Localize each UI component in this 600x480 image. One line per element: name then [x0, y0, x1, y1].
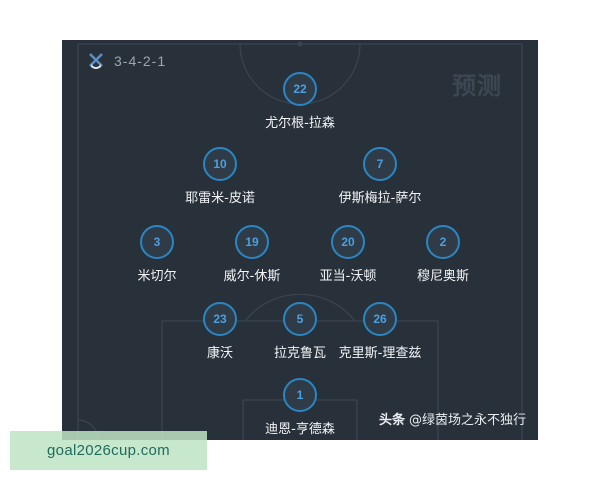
player-number-circle: 20	[331, 225, 365, 259]
formation-header: 3-4-2-1	[88, 52, 166, 70]
player-number: 10	[213, 157, 227, 171]
player-name: 康沃	[206, 346, 233, 361]
player-name: 尤尔根-拉森	[265, 116, 335, 131]
player-name: 克里斯-理查兹	[338, 346, 422, 361]
player-marker: 1 迪恩-亨德森	[240, 378, 360, 437]
player-number: 7	[376, 157, 384, 171]
player-marker: 20 亚当-沃顿	[288, 225, 408, 284]
site-url: goal2026cup.com	[47, 442, 170, 459]
player-number: 22	[293, 82, 307, 96]
player-name: 亚当-沃顿	[319, 269, 377, 284]
player-number-circle: 7	[363, 147, 397, 181]
player-number-circle: 2	[426, 225, 460, 259]
player-number-circle: 10	[203, 147, 237, 181]
credit-brand: 头条	[378, 413, 405, 428]
player-name: 穆尼奥斯	[416, 269, 469, 284]
player-number: 26	[373, 312, 387, 326]
player-number: 1	[296, 388, 304, 402]
formation-label: 3-4-2-1	[114, 53, 167, 69]
player-number: 2	[439, 235, 447, 249]
player-marker: 26 克里斯-理查兹	[320, 302, 440, 361]
player-number-circle: 1	[283, 378, 317, 412]
prediction-watermark: 预测	[452, 72, 502, 100]
player-number: 20	[341, 235, 355, 249]
player-name: 拉克鲁瓦	[273, 346, 326, 361]
player-number-circle: 19	[235, 225, 269, 259]
crystal-palace-crest-icon	[89, 53, 103, 69]
player-number-circle: 22	[283, 72, 317, 106]
source-credit: 头条@绿茵场之永不独行	[379, 409, 526, 428]
player-marker: 19 威尔-休斯	[192, 225, 312, 284]
player-name: 耶雷米-皮诺	[185, 191, 255, 206]
credit-handle: @绿茵场之永不独行	[408, 413, 526, 428]
player-name: 迪恩-亨德森	[265, 422, 335, 437]
player-number-circle: 26	[363, 302, 397, 336]
player-number-circle: 5	[283, 302, 317, 336]
player-number: 3	[153, 235, 161, 249]
player-marker: 10 耶雷米-皮诺	[160, 147, 280, 206]
player-name: 威尔-休斯	[223, 269, 281, 284]
player-number-circle: 23	[203, 302, 237, 336]
player-name: 伊斯梅拉-萨尔	[338, 191, 422, 206]
lineup-panel: 3-4-2-1 预测 22 尤尔根-拉森 10 耶雷米-皮诺 7 伊斯梅拉-萨尔 3 米切尔 1…	[62, 40, 538, 440]
player-marker: 23 康沃	[160, 302, 280, 361]
player-number: 23	[213, 312, 227, 326]
player-marker: 22 尤尔根-拉森	[240, 72, 360, 131]
player-number: 5	[296, 312, 304, 326]
player-marker: 3 米切尔	[97, 225, 217, 284]
player-marker: 2 穆尼奥斯	[383, 225, 503, 284]
site-watermark-banner: goal2026cup.com	[10, 431, 207, 470]
player-number-circle: 3	[140, 225, 174, 259]
player-number: 19	[245, 235, 259, 249]
player-marker: 5 拉克鲁瓦	[240, 302, 360, 361]
player-marker: 7 伊斯梅拉-萨尔	[320, 147, 440, 206]
player-name: 米切尔	[137, 269, 177, 284]
